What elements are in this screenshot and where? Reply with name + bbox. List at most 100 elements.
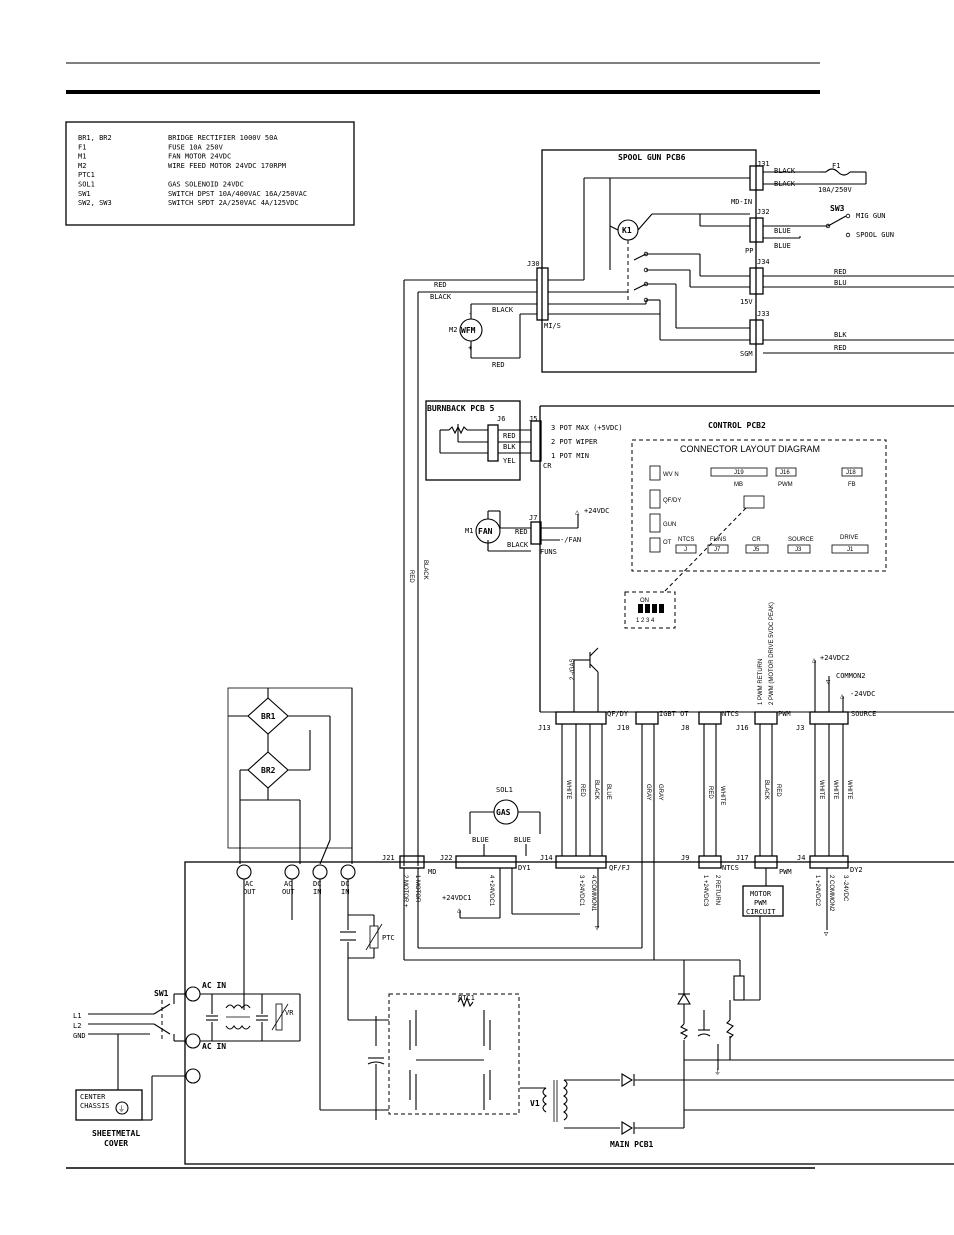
dip-switch: ON 1 2 3 4 bbox=[624, 591, 676, 629]
dc-in-terminal-1 bbox=[312, 864, 328, 880]
svg-text:⏚: ⏚ bbox=[118, 1105, 125, 1113]
svg-text:DRIVE: DRIVE bbox=[840, 535, 858, 541]
power-switch-sw1[interactable]: SW1 L1 L2 GND bbox=[73, 989, 186, 1090]
svg-text:WHITE: WHITE bbox=[719, 786, 725, 805]
svg-text:WHITE: WHITE bbox=[846, 780, 852, 799]
svg-text:MOTOR: MOTOR bbox=[750, 890, 772, 898]
svg-text:M1: M1 bbox=[465, 527, 473, 535]
svg-text:AC IN: AC IN bbox=[202, 981, 226, 990]
svg-text:NTCS: NTCS bbox=[722, 864, 739, 872]
svg-text:CIRCUIT: CIRCUIT bbox=[746, 908, 776, 916]
fuse-f1-label: F1 bbox=[832, 162, 840, 170]
svg-text:1 POT MIN: 1 POT MIN bbox=[551, 452, 589, 460]
svg-text:CENTER: CENTER bbox=[80, 1093, 106, 1101]
svg-text:MIG GUN: MIG GUN bbox=[856, 212, 886, 220]
svg-text:NTCS: NTCS bbox=[678, 537, 694, 543]
sw3-switch-arm bbox=[827, 215, 847, 227]
svg-text:J33: J33 bbox=[757, 310, 770, 318]
svg-text:J5: J5 bbox=[529, 415, 537, 423]
svg-text:4 COMMON1: 4 COMMON1 bbox=[590, 875, 596, 912]
svg-text:J30: J30 bbox=[527, 260, 540, 268]
legend-ref: SOL1 bbox=[78, 181, 95, 189]
control-pcb: CONTROL PCB2 bbox=[539, 405, 954, 712]
legend-desc: FUSE 10A 250V bbox=[168, 143, 224, 151]
burnback-pcb: BURNBACK PCB 5 J6 bbox=[425, 400, 521, 481]
svg-text:CHASSIS: CHASSIS bbox=[80, 1102, 110, 1110]
legend-ref: SW2, SW3 bbox=[78, 199, 112, 207]
ac-out-terminal-2 bbox=[284, 864, 300, 880]
svg-text:BURNBACK PCB 5: BURNBACK PCB 5 bbox=[427, 404, 495, 413]
svg-text:M2: M2 bbox=[449, 326, 457, 334]
svg-text:2 MOTOR +: 2 MOTOR + bbox=[402, 875, 408, 908]
svg-text:1 MOTOR -: 1 MOTOR - bbox=[414, 875, 420, 906]
svg-text:OUT: OUT bbox=[243, 888, 256, 896]
svg-text:J17: J17 bbox=[736, 854, 749, 862]
legend-desc: SWITCH DPST 10A/400VAC 16A/250VAC bbox=[168, 190, 307, 198]
svg-text:BLK: BLK bbox=[503, 443, 516, 451]
svg-text:RED: RED bbox=[707, 786, 713, 799]
main-pcb: MAIN PCB1 J21 MD 2 MOTOR + 1 MOTOR - J22… bbox=[184, 854, 954, 1165]
svg-text:△: △ bbox=[575, 508, 580, 516]
svg-text:OUT: OUT bbox=[282, 888, 295, 896]
legend-ref: BR1, BR2 bbox=[78, 134, 112, 142]
svg-text:YEL: YEL bbox=[503, 457, 516, 465]
svg-text:K1: K1 bbox=[622, 226, 632, 235]
svg-text:NTCS: NTCS bbox=[722, 710, 739, 718]
svg-text:WHITE: WHITE bbox=[832, 780, 838, 799]
svg-text:BR2: BR2 bbox=[261, 766, 276, 775]
svg-text:SOURCE: SOURCE bbox=[851, 710, 876, 718]
svg-text:1 +24VDC2: 1 +24VDC2 bbox=[814, 875, 820, 907]
svg-text:J1: J1 bbox=[847, 547, 854, 553]
svg-text:RED: RED bbox=[775, 784, 781, 797]
svg-text:3 POT MAX (+5VDC): 3 POT MAX (+5VDC) bbox=[551, 424, 623, 432]
svg-text:ON: ON bbox=[640, 598, 649, 604]
sw3-label: SW3 bbox=[830, 204, 845, 213]
svg-text:CONTROL PCB2: CONTROL PCB2 bbox=[708, 421, 766, 430]
svg-text:J3: J3 bbox=[796, 724, 804, 732]
svg-text:WV N: WV N bbox=[663, 472, 679, 478]
legend-desc: WIRE FEED MOTOR 24VDC 170RPM bbox=[168, 162, 286, 170]
igbt-bridge-module bbox=[388, 993, 520, 1115]
svg-text:MD: MD bbox=[428, 868, 436, 876]
svg-text:MAIN PCB1: MAIN PCB1 bbox=[610, 1140, 654, 1149]
connector-layout-diagram: CONNECTOR LAYOUT DIAGRAM WV N J19 MB J16… bbox=[631, 439, 887, 593]
svg-text:BLACK: BLACK bbox=[492, 306, 514, 314]
wire-feed-motor-m2: WFM M2 - + BLACK RED bbox=[449, 303, 537, 369]
svg-text:△: △ bbox=[457, 906, 462, 914]
svg-text:J14: J14 bbox=[540, 854, 553, 862]
svg-text:BLACK: BLACK bbox=[763, 780, 769, 800]
svg-text:IN: IN bbox=[341, 888, 349, 896]
svg-text:▽: ▽ bbox=[595, 924, 600, 932]
svg-text:1 PWM RETURN: 1 PWM RETURN bbox=[758, 659, 764, 705]
svg-text:GND: GND bbox=[73, 1032, 86, 1040]
fan-motor-m1: FAN M1 RED BLACK bbox=[465, 510, 531, 552]
svg-text:RED: RED bbox=[515, 528, 528, 536]
svg-text:CONNECTOR LAYOUT DIAGRAM: CONNECTOR LAYOUT DIAGRAM bbox=[680, 444, 820, 454]
svg-text:SOURCE: SOURCE bbox=[788, 537, 814, 543]
svg-text:PWM: PWM bbox=[778, 482, 793, 488]
svg-text:WHITE: WHITE bbox=[565, 780, 571, 799]
svg-text:J32: J32 bbox=[757, 208, 770, 216]
legend-desc: SWITCH SPDT 2A/250VAC 4A/125VDC bbox=[168, 199, 299, 207]
svg-text:RED: RED bbox=[434, 281, 447, 289]
svg-text:10A/250V: 10A/250V bbox=[818, 186, 853, 194]
svg-text:CR: CR bbox=[543, 462, 552, 470]
legend-ref: PTC1 bbox=[78, 171, 95, 179]
svg-text:OT: OT bbox=[663, 540, 672, 546]
svg-text:J13: J13 bbox=[538, 724, 551, 732]
svg-text:RED: RED bbox=[503, 432, 516, 440]
svg-text:J7: J7 bbox=[714, 547, 721, 553]
legend-desc: BRIDGE RECTIFIER 1000V 50A bbox=[168, 134, 278, 142]
svg-text:GRAY: GRAY bbox=[657, 784, 663, 801]
svg-text:3 +24VDC1: 3 +24VDC1 bbox=[578, 875, 584, 907]
svg-text:2 -/GAS: 2 -/GAS bbox=[570, 659, 576, 680]
svg-text:▽: ▽ bbox=[824, 930, 829, 938]
legend-ref: M1 bbox=[78, 153, 86, 161]
legend-desc: GAS SOLENOID 24VDC bbox=[168, 181, 244, 189]
svg-text:GAS: GAS bbox=[496, 808, 511, 817]
svg-text:MI/S: MI/S bbox=[544, 322, 561, 330]
svg-text:WFM: WFM bbox=[461, 326, 476, 335]
fuse-symbol bbox=[825, 168, 851, 176]
harness-wires: WHITE RED BLACK BLUE GRAY GRAY RED WHITE… bbox=[561, 724, 852, 960]
svg-text:SGM: SGM bbox=[740, 350, 753, 358]
